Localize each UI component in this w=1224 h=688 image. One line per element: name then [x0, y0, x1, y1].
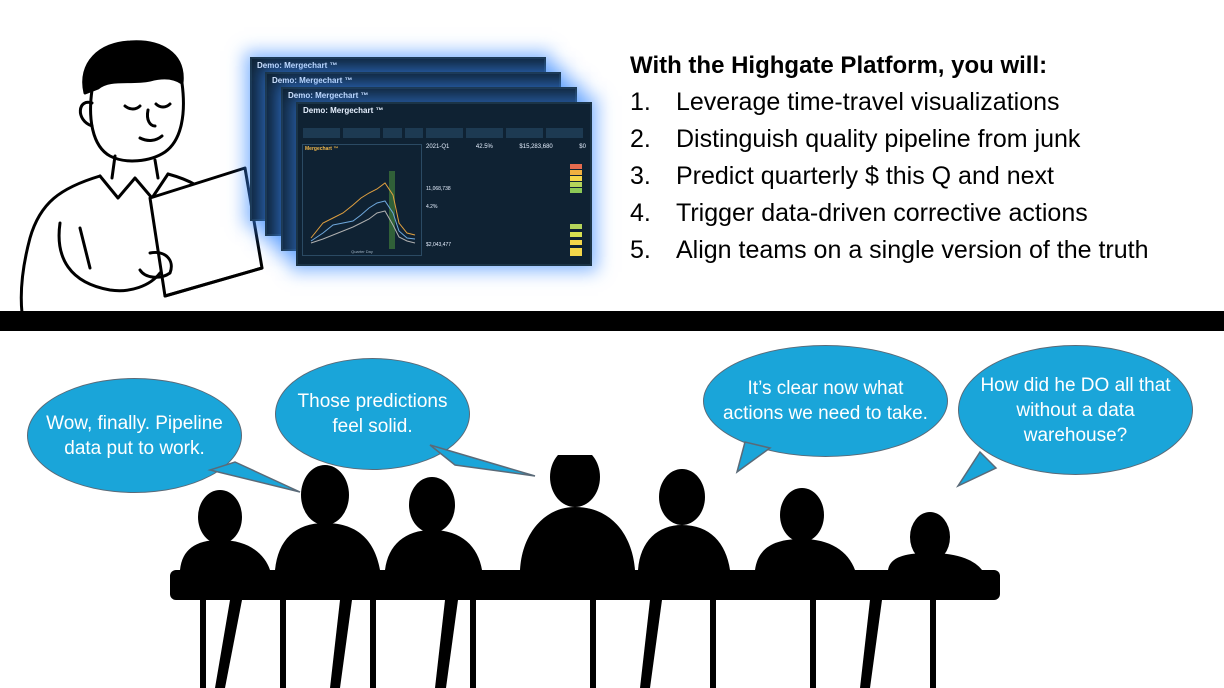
benefit-text: Distinguish quality pipeline from junk [676, 125, 1081, 153]
benefits-list: 1. Leverage time-travel visualizations 2.… [630, 86, 1149, 271]
chart-title: Mergechart ™ [305, 146, 339, 152]
benefit-number: 2. [630, 125, 651, 153]
benefit-text: Leverage time-travel visualizations [676, 88, 1060, 116]
dashboard-screenshot-front: Demo: Mergechart ™ Mergechart ™ Quarter … [296, 102, 592, 266]
benefit-text: Trigger data-driven corrective actions [676, 199, 1088, 227]
dashboard-title: Demo: Mergechart ™ [257, 61, 338, 70]
dashboard-title: Demo: Mergechart ™ [288, 91, 369, 100]
benefit-text: Predict quarterly $ this Q and next [676, 162, 1054, 190]
bubble-text: It’s clear now what actions we need to t… [723, 378, 928, 424]
mergechart-lines [310, 171, 416, 249]
bubble-tail-1 [207, 461, 301, 493]
bottom-table [460, 214, 584, 260]
section-divider [0, 311, 1224, 331]
bubble-tail-4 [955, 450, 998, 488]
side-value-1: 11,068,738 [426, 186, 451, 192]
side-value-3: $2,043,477 [426, 242, 452, 248]
benefit-item: 3. Predict quarterly $ this Q and next [630, 160, 1149, 197]
metric-zero: $0 [579, 144, 586, 150]
speech-bubble-4: How did he DO all that without a data wa… [958, 345, 1193, 475]
bubble-text: Wow, finally. Pipeline data put to work. [46, 412, 223, 459]
x-axis-label: Quarter Day [351, 249, 373, 254]
benefit-item: 5. Align teams on a single version of the… [630, 234, 1149, 271]
metric-percent: 42.5% [475, 144, 493, 150]
speech-bubble-1: Wow, finally. Pipeline data put to work. [27, 378, 242, 493]
bubble-tail-2 [429, 444, 536, 477]
benefit-text: Align teams on a single version of the t… [676, 236, 1149, 264]
filter-row [303, 128, 583, 138]
person-with-laptop-illustration [18, 40, 264, 318]
mergechart-panel: Mergechart ™ Quarter Day [302, 144, 422, 256]
bubble-text: Those predictions feel solid. [297, 391, 448, 437]
benefit-item: 4. Trigger data-driven corrective actions [630, 197, 1149, 234]
speech-bubble-3: It’s clear now what actions we need to t… [703, 345, 948, 457]
bubble-tail-3 [735, 441, 772, 474]
metric-amount: $15,283,680 [519, 144, 553, 150]
dashboard-title: Demo: Mergechart ™ [303, 106, 384, 115]
side-value-2: 4.2% [426, 204, 438, 210]
benefit-number: 4. [630, 199, 651, 227]
dashboard-title: Demo: Mergechart ™ [272, 76, 353, 85]
platform-heading: With the Highgate Platform, you will: [630, 52, 1048, 79]
metric-row: 2021-Q1 42.5% $15,283,680 $0 [426, 144, 586, 150]
bubble-text: How did he DO all that without a data wa… [980, 374, 1171, 446]
benefit-number: 5. [630, 236, 651, 264]
benefit-number: 3. [630, 162, 651, 190]
metric-quarter: 2021-Q1 [426, 144, 450, 150]
benefit-number: 1. [630, 88, 651, 116]
top-table [460, 156, 584, 204]
meeting-silhouette [170, 455, 1000, 688]
benefit-item: 1. Leverage time-travel visualizations [630, 86, 1149, 123]
benefit-item: 2. Distinguish quality pipeline from junk [630, 123, 1149, 160]
